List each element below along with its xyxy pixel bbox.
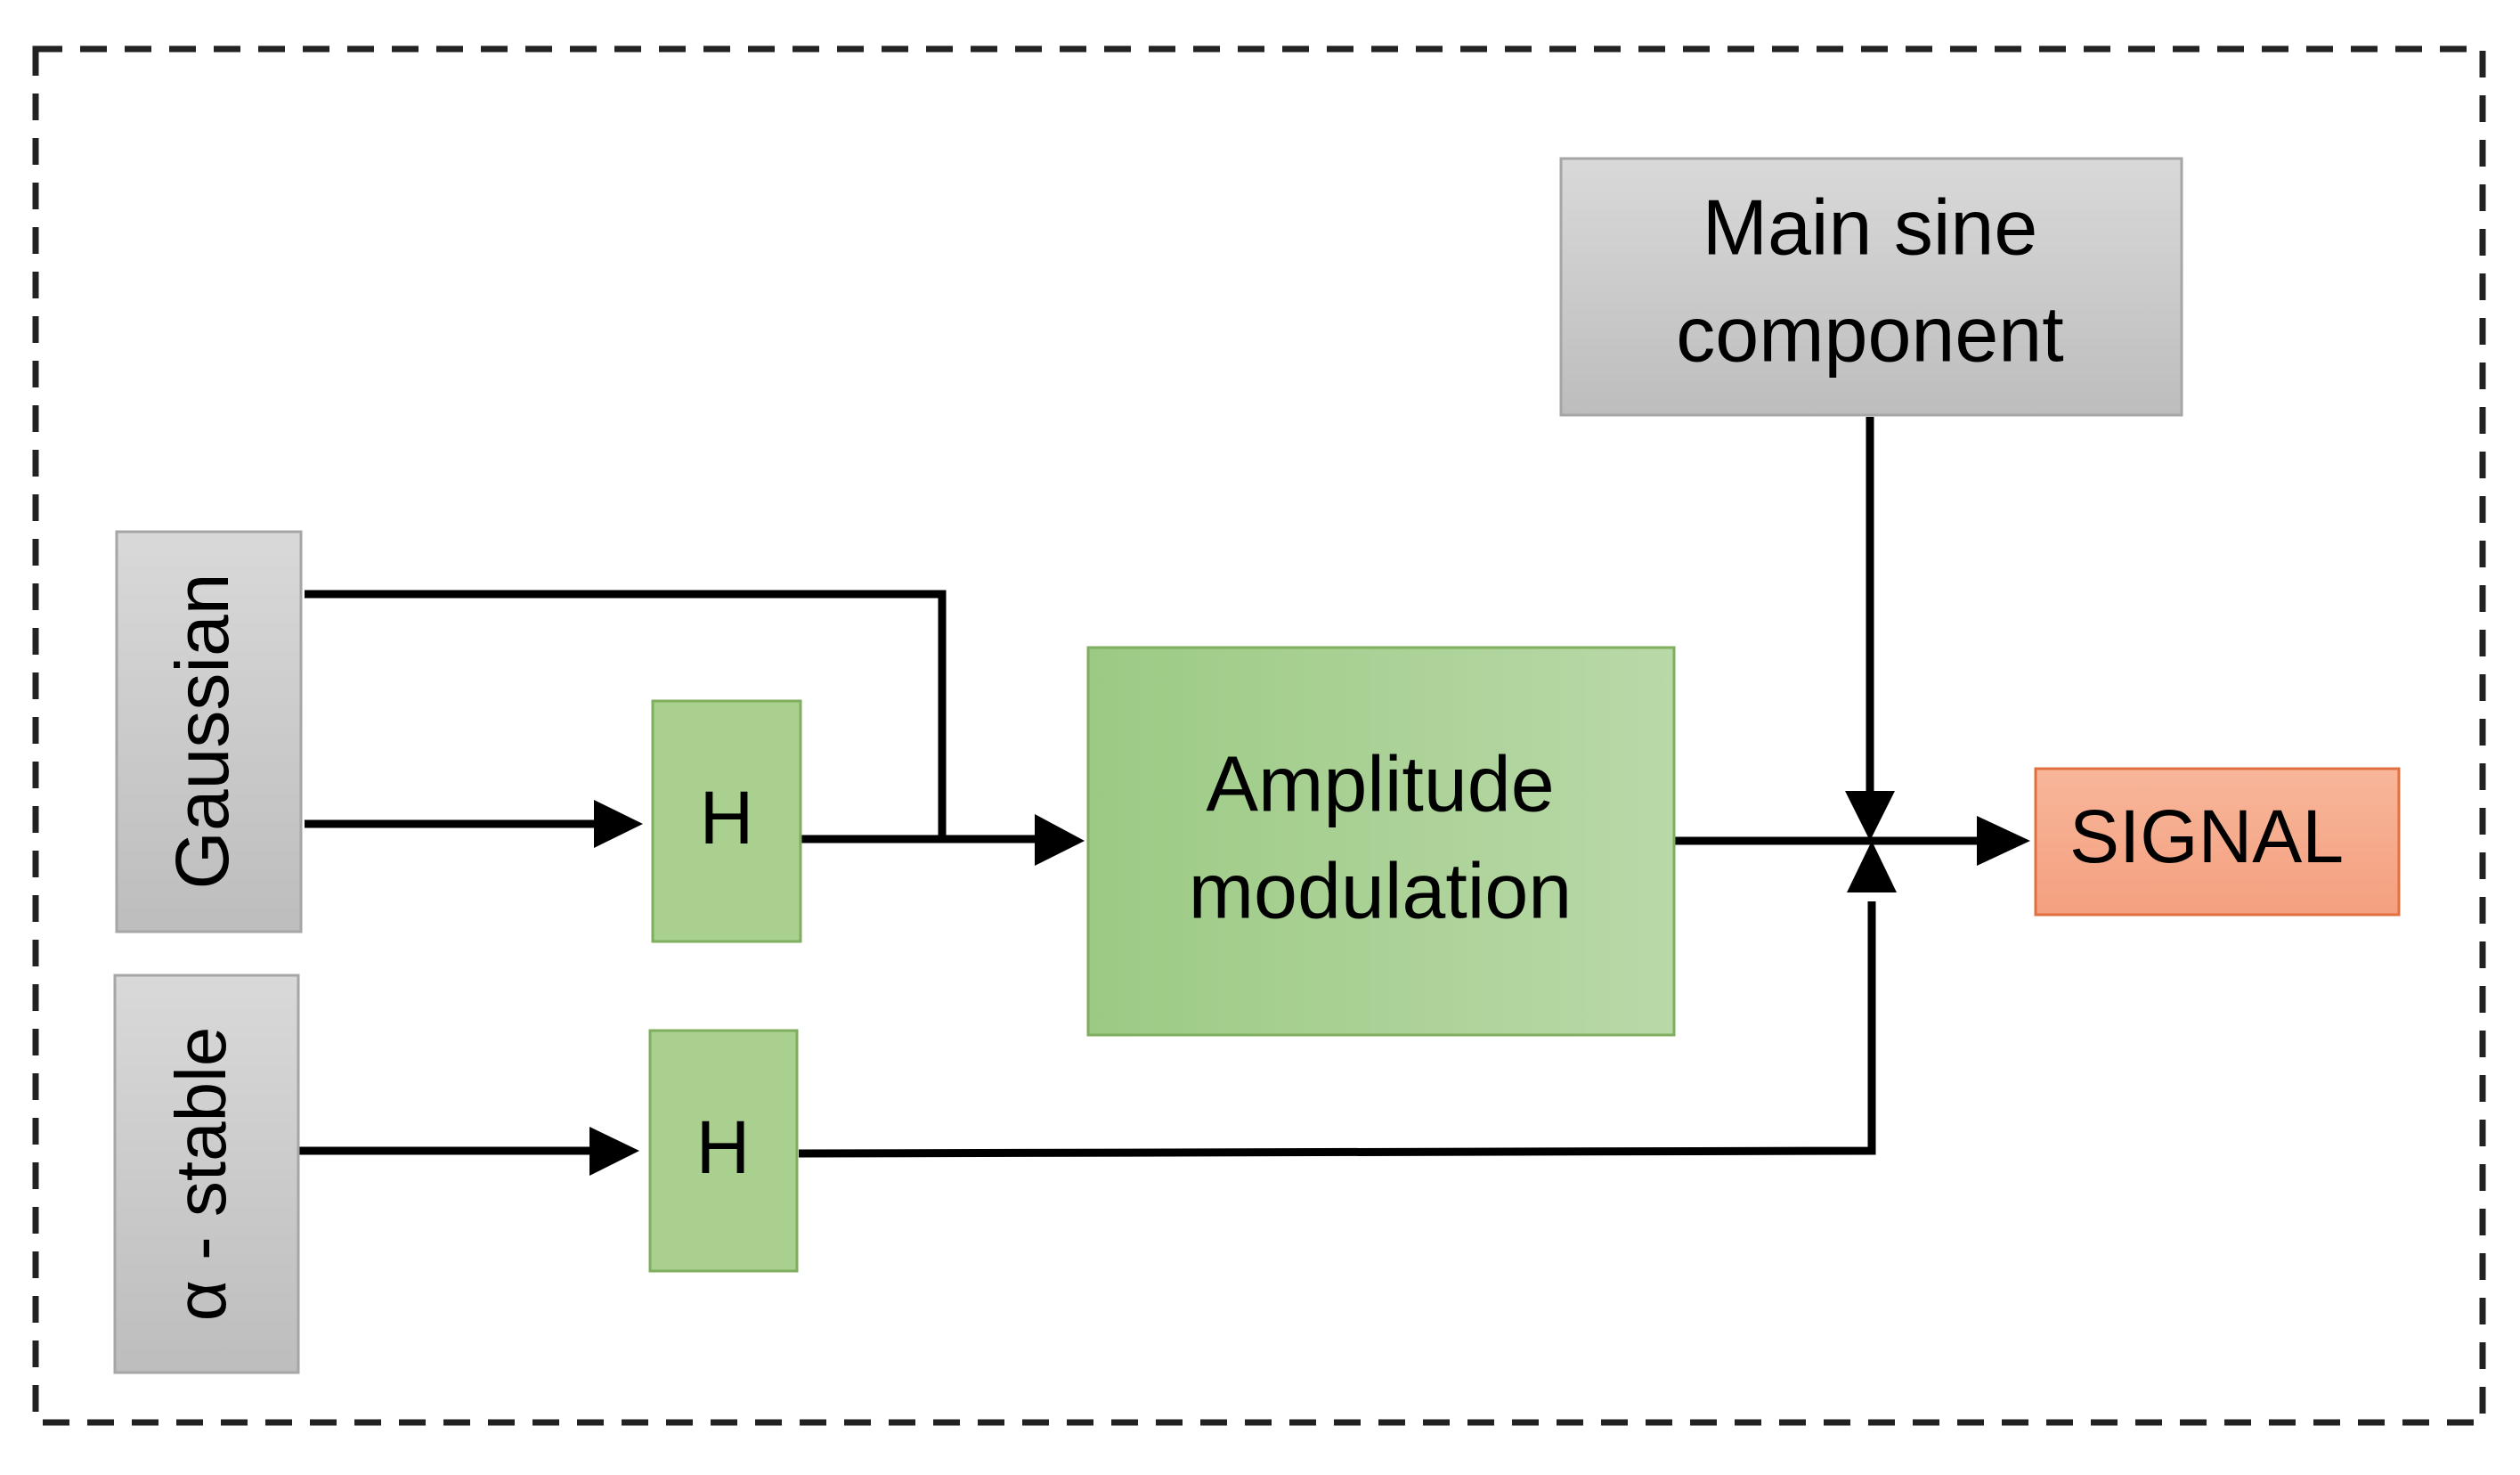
main-sine-component-block: Main sine component [1559, 157, 2183, 417]
h-filter-bottom-label: H [696, 1105, 751, 1189]
h-to-junction-connector [798, 901, 1876, 1158]
arrowhead-down-into-junction [1845, 791, 1895, 841]
main-sine-label-line1: Main sine [1703, 183, 2038, 271]
arrowhead-into-bottom-h [589, 1127, 639, 1176]
connectors [298, 417, 1981, 1158]
gaussian-block-rect [115, 530, 303, 933]
alpha-stable-source-block: α - stable [113, 974, 300, 1374]
gaussian-source-block: Gaussian [115, 530, 303, 933]
gaussian-bypass-connector [305, 590, 947, 839]
outer-dashed-frame [32, 45, 2486, 1426]
h-filter-bottom-block: H [648, 1029, 799, 1273]
signal-label: SIGNAL [2069, 795, 2344, 878]
h-filter-top-rect [651, 699, 802, 943]
h-filter-top-label: H [700, 776, 754, 860]
amplitude-modulation-label-line2: modulation [1189, 846, 1573, 934]
amplitude-modulation-block: Amplitude modulation [1086, 646, 1676, 1037]
arrowheads [589, 791, 2030, 1176]
main-sine-component-rect [1559, 157, 2183, 417]
signal-output-block: SIGNAL [2034, 767, 2401, 917]
arrowhead-into-modulation [1035, 814, 1085, 866]
alpha-stable-label: α - stable [161, 1027, 240, 1322]
arrowhead-up-into-junction [1847, 841, 1897, 892]
alpha-stable-block-rect [113, 974, 300, 1374]
amplitude-modulation-rect [1086, 646, 1676, 1037]
arrowhead-into-signal [1977, 816, 2030, 866]
signal-output-rect [2034, 767, 2401, 917]
arrowhead-into-top-h [594, 800, 643, 848]
main-sine-label-line2: component [1676, 289, 2063, 378]
amplitude-modulation-label-line1: Amplitude [1206, 739, 1554, 827]
h-filter-top-block: H [651, 699, 802, 943]
gaussian-label: Gaussian [160, 574, 244, 890]
h-filter-bottom-rect [648, 1029, 799, 1273]
